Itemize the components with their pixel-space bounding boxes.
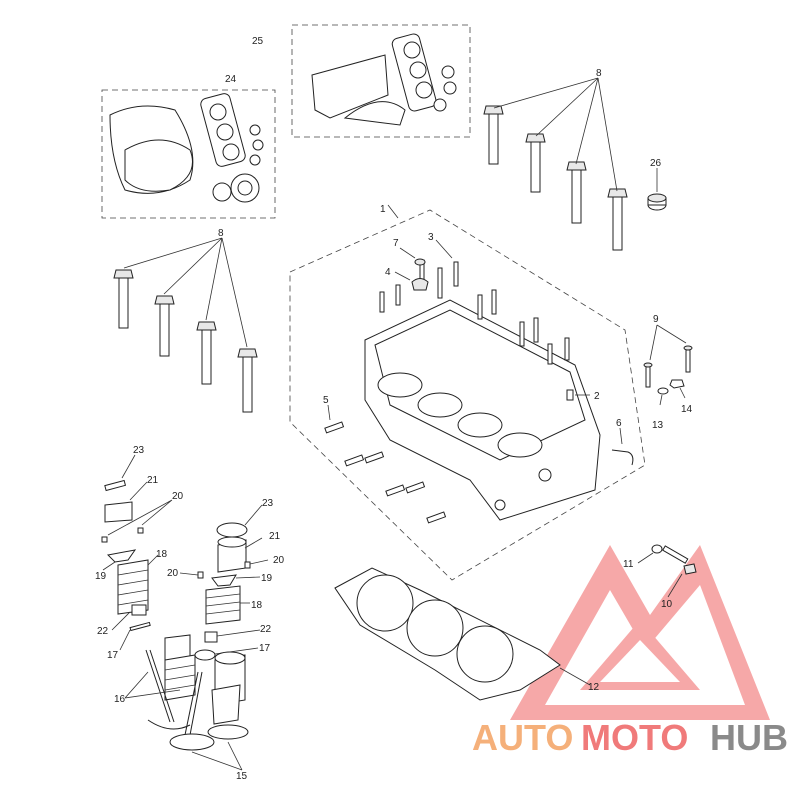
- callout-26: 26: [650, 158, 662, 169]
- callout-17-right: 17: [259, 643, 271, 654]
- cylinder-head-bolts-8-left: [113, 237, 258, 413]
- dowel-2: [566, 389, 590, 401]
- plug-14: [669, 379, 686, 399]
- bolts-9: [643, 324, 693, 388]
- washer-13: [657, 387, 669, 406]
- callout-12: 12: [588, 682, 600, 693]
- callout-21-left: 21: [147, 475, 159, 486]
- callout-13: 13: [652, 420, 664, 431]
- callout-3: 3: [428, 232, 434, 243]
- callout-17-left: 17: [107, 650, 119, 661]
- cylinder-head-bolts-8-top: [483, 77, 628, 251]
- gasket-kit-24: [101, 89, 276, 219]
- callout-1: 1: [380, 204, 386, 215]
- watermark-auto: AUTO: [472, 717, 573, 758]
- callout-11: 11: [623, 559, 634, 570]
- gasket-kit-25: [291, 24, 471, 138]
- watermark-hub: HUB: [710, 717, 788, 758]
- callout-9: 9: [653, 314, 659, 325]
- callout-2: 2: [594, 391, 600, 402]
- callout-6: 6: [616, 418, 622, 429]
- callout-4: 4: [385, 267, 391, 278]
- callout-19-right: 19: [261, 573, 273, 584]
- callout-16: 16: [114, 694, 126, 705]
- watermark-moto: MOTO: [581, 717, 688, 758]
- bolt-10-washer-11: [637, 544, 697, 598]
- cylinder-head-assembly-1: [289, 204, 646, 581]
- callout-14: 14: [681, 404, 693, 415]
- callout-19-left: 19: [95, 571, 107, 582]
- callout-8-left: 8: [218, 228, 224, 239]
- callout-5: 5: [323, 395, 329, 406]
- callout-22-right: 22: [260, 624, 272, 635]
- watermark-logo: [510, 545, 770, 720]
- studs-5: [324, 404, 447, 524]
- callout-23-left: 23: [133, 445, 145, 456]
- callout-20-right: 20: [273, 555, 285, 566]
- callout-7: 7: [393, 238, 399, 249]
- callout-20-left: 20: [172, 491, 184, 502]
- plug-26: [647, 168, 667, 211]
- valve-train-left: [101, 454, 173, 651]
- valves-15-16: [124, 634, 249, 771]
- callout-21-right: 21: [269, 531, 281, 542]
- head-gasket-12: [334, 567, 591, 701]
- callout-20-mid: 20: [167, 568, 179, 579]
- valve-train-right: [179, 504, 269, 661]
- callout-23-right: 23: [262, 498, 274, 509]
- callout-10: 10: [661, 599, 673, 610]
- pipe-6: [611, 427, 634, 466]
- callout-24: 24: [225, 74, 237, 85]
- callout-8-top: 8: [596, 68, 602, 79]
- callout-22-left: 22: [97, 626, 109, 637]
- callout-25: 25: [252, 36, 264, 47]
- callout-18-left: 18: [156, 549, 168, 560]
- callout-labels: 25 24 8 26 1 7 3 4 8 9 2 5 6 14 13 23 21…: [95, 36, 693, 782]
- callout-15: 15: [236, 771, 248, 782]
- watermark-text: AUTO MOTO HUB: [472, 717, 788, 758]
- callout-18-right: 18: [251, 600, 263, 611]
